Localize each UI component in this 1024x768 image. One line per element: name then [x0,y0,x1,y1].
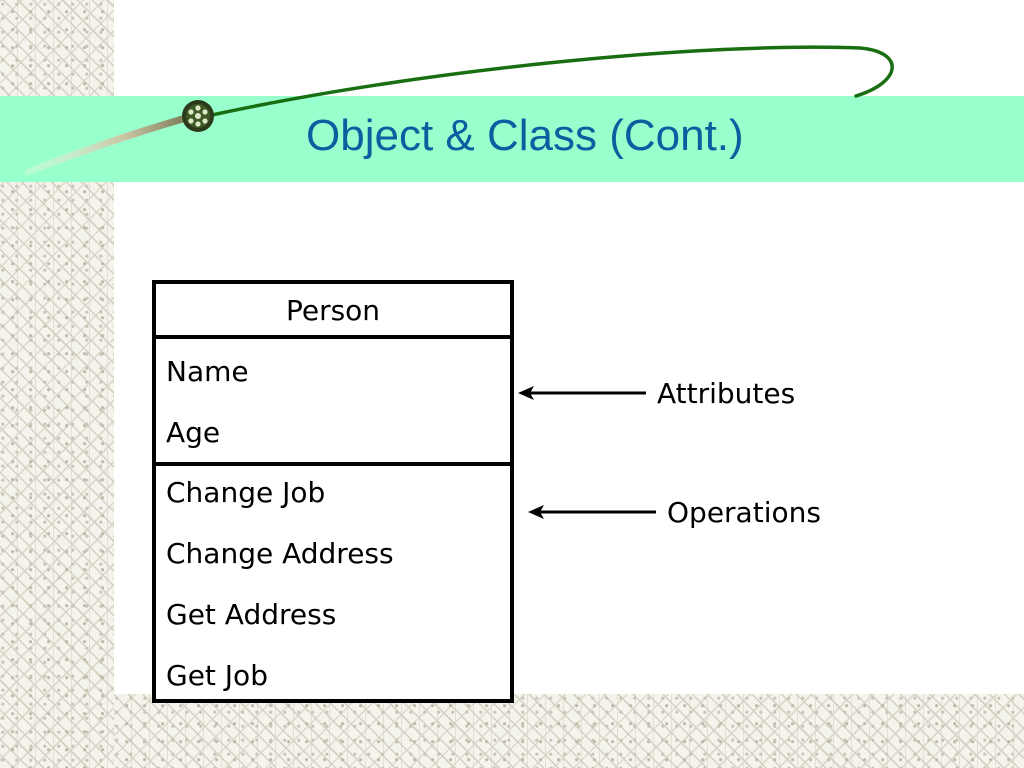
class-name-section: Person [156,284,510,339]
uml-class-box: Person Name Age Change Job Change Addres… [152,280,514,703]
ball-icon [182,100,214,132]
attributes-section: Name Age [156,343,510,466]
operations-section: Change Job Change Address Get Address Ge… [156,466,510,699]
operation-get-address: Get Address [166,598,337,631]
attribute-age: Age [166,416,221,449]
bottom-pattern-border [114,694,1024,768]
title-band [0,96,1024,182]
operation-change-address: Change Address [166,537,394,570]
slide-title: Object & Class (Cont.) [306,111,744,160]
swoosh-tail [24,114,190,176]
swoosh-line [210,45,894,117]
attributes-label: Attributes [657,377,796,410]
operations-arrow-icon [528,505,656,519]
class-name: Person [285,294,381,327]
attributes-arrow-icon [518,386,646,400]
attribute-name: Name [166,355,249,388]
operation-change-job: Change Job [166,476,326,509]
operation-get-job: Get Job [166,659,268,692]
operations-label: Operations [667,496,821,529]
